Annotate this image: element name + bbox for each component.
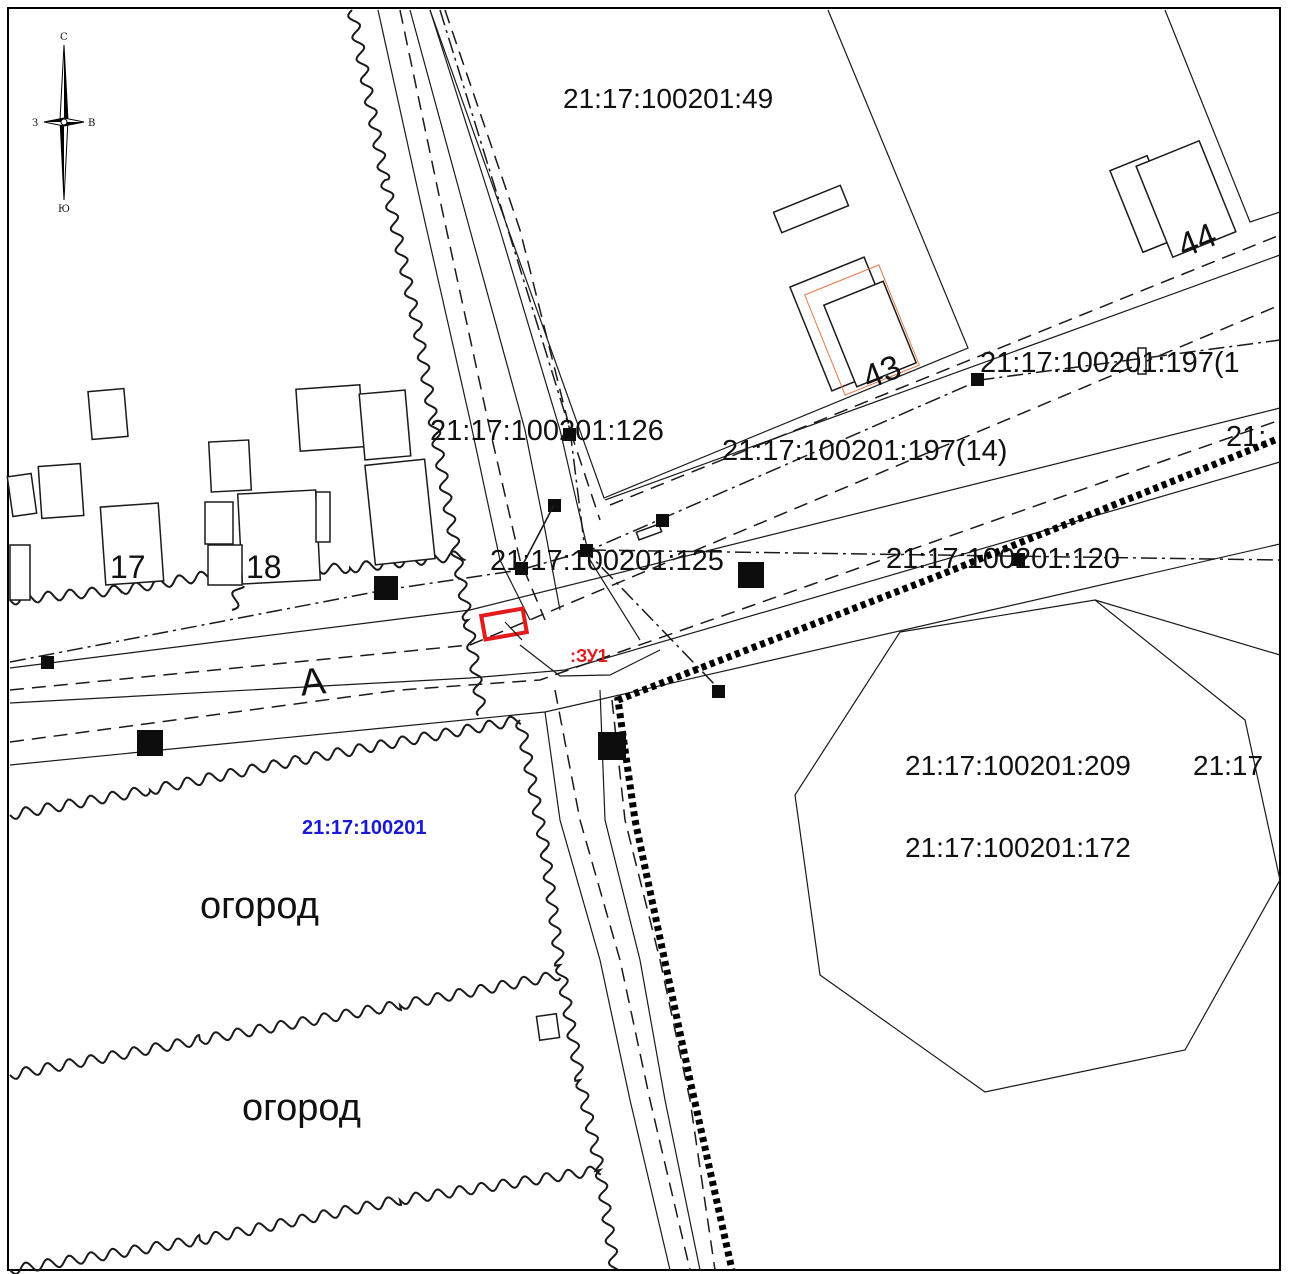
map-labels: 21:17:100201:49 21:17:100201:126 21:17:1… bbox=[110, 83, 1266, 1129]
parcel-label-125: 21:17:100201:125 bbox=[490, 545, 724, 577]
road-main bbox=[9, 234, 1281, 766]
parcel-label-49: 21:17:100201:49 bbox=[563, 83, 773, 114]
garden-boundary-north-south bbox=[347, 9, 486, 717]
compass-north: С bbox=[60, 32, 68, 43]
parcel-label-197-1: 21:17:100201:197(1 bbox=[980, 347, 1240, 379]
cadastral-quarter-label: 21:17:100201 bbox=[302, 817, 427, 839]
compass-west: З bbox=[32, 118, 38, 129]
garden-boundary-garden-middle bbox=[9, 971, 562, 1080]
garden-label-top: огород bbox=[200, 885, 319, 927]
parcel-label-fragment: 21: bbox=[1226, 421, 1266, 453]
garden-boundary-garden-bottom bbox=[9, 1165, 602, 1274]
house-number-18: 18 bbox=[246, 549, 282, 585]
settlement-boundary bbox=[614, 436, 1277, 1271]
utility-poles bbox=[41, 373, 1025, 760]
parcel-edge bbox=[1094, 599, 1281, 656]
garden-label-bottom: огород bbox=[242, 1087, 361, 1129]
parcel-49-boundary bbox=[429, 9, 1281, 499]
parcel-label-126: 21:17:100201:126 bbox=[430, 415, 664, 447]
road-vertical bbox=[377, 9, 721, 1271]
garden-boundaries bbox=[9, 9, 619, 1274]
parcel-label-172: 21:17:100201:172 bbox=[905, 832, 1131, 863]
parcel-209-octagon bbox=[794, 599, 1281, 1093]
street-label: А bbox=[298, 660, 328, 704]
garden-boundary-garden-top bbox=[9, 715, 522, 820]
garden-boundary-stub bbox=[231, 585, 246, 611]
new-parcel-zu1-label: :ЗУ1 bbox=[570, 646, 608, 666]
garden-boundary-garden-east bbox=[515, 719, 619, 1271]
house-number-17: 17 bbox=[110, 549, 146, 585]
parcel-label-197-14: 21:17:100201:197(14) bbox=[722, 435, 1007, 467]
compass-rose: С Ю З В bbox=[32, 32, 95, 215]
new-parcel-zu1-outline bbox=[478, 606, 530, 642]
zu1-leader bbox=[504, 621, 523, 641]
parcel-label-209: 21:17:100201:209 bbox=[905, 750, 1131, 781]
map-frame bbox=[7, 7, 1281, 1271]
buildings bbox=[6, 139, 1237, 1042]
compass-east: В bbox=[88, 118, 95, 129]
parcel-label-120: 21:17:100201:120 bbox=[886, 543, 1120, 575]
compass-south: Ю bbox=[58, 204, 70, 215]
parcel-label-21-17: 21:17 bbox=[1193, 750, 1263, 781]
